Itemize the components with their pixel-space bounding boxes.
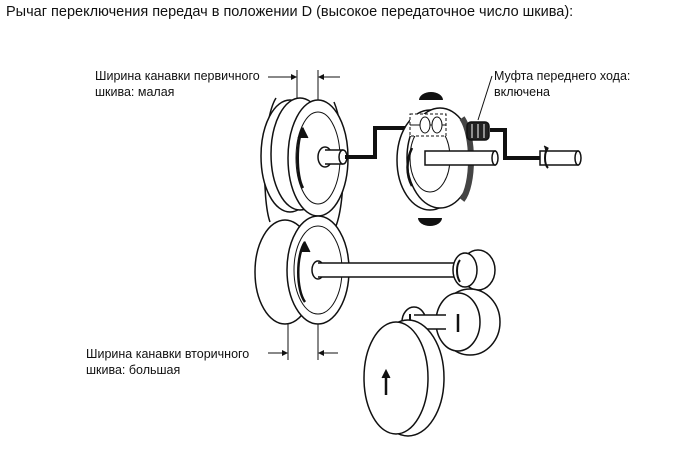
primary-groove-label-line2: шкива: малая bbox=[95, 85, 175, 99]
secondary-shaft bbox=[311, 260, 460, 280]
secondary-groove-label-line2: шкива: большая bbox=[86, 363, 181, 377]
input-shaft bbox=[539, 145, 582, 169]
page-title: Рычаг переключения передач в положении D… bbox=[6, 4, 574, 20]
forward-clutch bbox=[466, 121, 490, 141]
primary-shaft bbox=[317, 146, 348, 168]
clutch-label-line1: Муфта переднего хода: bbox=[494, 69, 631, 83]
clutch-label-line2: включена bbox=[494, 85, 550, 99]
final-drive-gear bbox=[363, 319, 445, 437]
clutch-leader-line bbox=[477, 75, 493, 121]
upper-support-cap bbox=[419, 92, 443, 100]
lower-support-cap bbox=[418, 218, 442, 226]
primary-groove-label-line1: Ширина канавки первичного bbox=[95, 69, 260, 83]
planetary-shaft bbox=[424, 150, 499, 166]
secondary-groove-label-line1: Ширина канавки вторичного bbox=[86, 347, 250, 361]
output-gear-upper bbox=[452, 249, 496, 291]
idler-gear bbox=[435, 288, 501, 356]
secondary-groove-dimension bbox=[268, 322, 338, 360]
